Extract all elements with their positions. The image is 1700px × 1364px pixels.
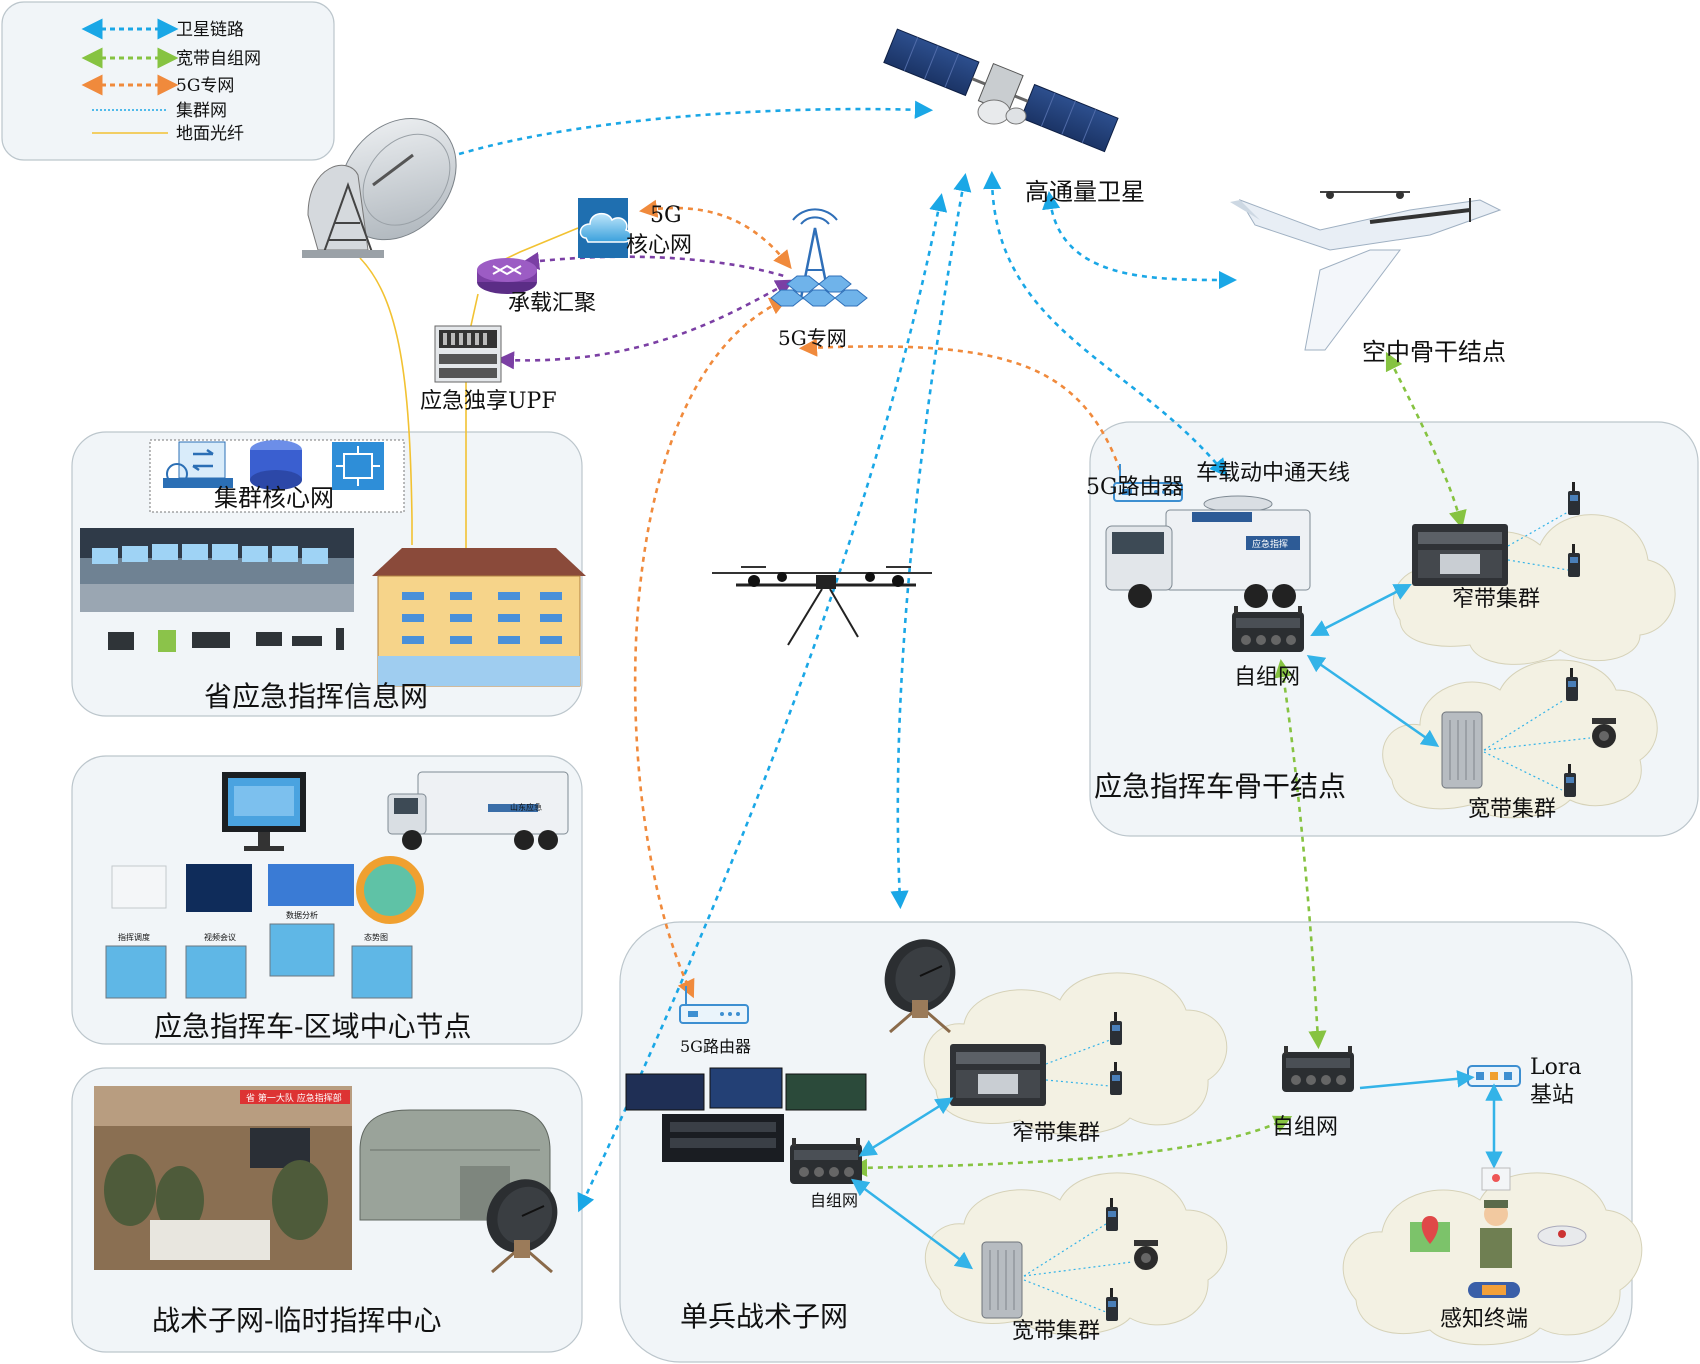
5g-links (633, 199, 1122, 999)
province-net-label: 省应急指挥信息网 (204, 680, 428, 713)
alarm-device-icon (1481, 1167, 1511, 1191)
mesh-links (848, 351, 1467, 1177)
lora-label-line2: 基站 (1530, 1083, 1574, 1108)
mesh-bottom-left-label: 自组网 (810, 1191, 858, 1210)
regional-node-label: 应急指挥车-区域中心节点 (154, 1010, 471, 1043)
air-backbone-label: 空中骨干结点 (1362, 338, 1506, 366)
terminal-devices-row (108, 628, 344, 652)
broad-trunk-bottom-icon (981, 1241, 1023, 1319)
wristband-icon (1468, 1282, 1520, 1298)
trunk-links-bottom (1023, 1039, 1133, 1313)
blue-links-bottom (850, 1070, 1503, 1270)
trunk-links-top (1483, 511, 1591, 791)
fiber-links (359, 227, 579, 548)
lora-label-line1: Lora (1530, 1055, 1582, 1080)
vehicle-banner-label: 应急指挥 (1252, 538, 1288, 550)
core-5g-label-line2: 核心网 (626, 233, 692, 258)
core-5g-label-line1: 5G (650, 203, 682, 228)
mesh-top-label: 自组网 (1234, 665, 1300, 690)
screen-windows (105, 923, 413, 999)
mesh-bottom-mid-label: 自组网 (1272, 1115, 1338, 1140)
satellite-links (431, 100, 1238, 1213)
purple-links (495, 251, 794, 370)
blue-links-top (1306, 584, 1440, 747)
sensing-terminal-label: 感知终端 (1440, 1307, 1528, 1332)
building-icon (372, 548, 586, 687)
command-room-photo: 省 第一大队 应急指挥部 (94, 1086, 352, 1270)
vehicle-backbone-label: 应急指挥车骨干结点 (1094, 770, 1346, 803)
switch-icon (332, 442, 384, 490)
private-5g-tower-label: 5G专网 (778, 326, 847, 350)
dashboard-thumbnail (186, 864, 252, 912)
narrow-top-label: 窄带集群 (1452, 587, 1540, 612)
lora-gateway-icon (1467, 1065, 1521, 1087)
broad-bottom-label: 宽带集群 (1012, 1319, 1100, 1344)
app-thumbnails (111, 856, 424, 924)
upf-label: 应急独享UPF (420, 389, 557, 414)
screen-2-label: 视频会议 (204, 932, 236, 942)
mesh-radio-bottom-mid-icon (1282, 1046, 1354, 1092)
legend-mesh-label: 宽带自组网 (176, 49, 261, 69)
fixed-wing-uav-icon (1230, 191, 1502, 351)
legend-5g-label: 5G专网 (176, 76, 234, 96)
ptz-camera-icon (1134, 1240, 1158, 1270)
vehicle-antenna-label: 车载动中通天线 (1196, 461, 1350, 486)
router-icon (477, 258, 537, 294)
hts-satellite-label: 高通量卫星 (1025, 178, 1145, 206)
legend-trunk-label: 集群网 (176, 101, 227, 121)
cell-tower-icon (770, 208, 868, 307)
quadcopter-drone-icon (712, 566, 932, 646)
chart-thumbnail (268, 864, 354, 906)
smoke-detector-icon (1537, 1225, 1587, 1247)
monitor-icon (222, 772, 306, 851)
server-icon (163, 441, 233, 488)
monitor-strip-label: 省 第一大队 应急指挥部 (246, 1092, 342, 1104)
satellite-icon (883, 28, 1119, 153)
router-5g-top-label: 5G路由器 (1086, 475, 1184, 500)
screen-3-label: 数据分析 (286, 910, 318, 920)
legend-satellite-label: 卫星链路 (176, 20, 244, 40)
legend: 卫星链路 宽带自组网 5G专网 集群网 地面光纤 (81, 18, 261, 144)
mesh-radio-top-icon (1232, 606, 1304, 652)
legend-panel (1, 1, 335, 161)
narrow-trunk-top-icon (1412, 524, 1508, 586)
narrow-bottom-label: 窄带集群 (1012, 1121, 1100, 1146)
sensing-devices (1410, 1167, 1587, 1298)
broad-top-label: 宽带集群 (1468, 797, 1556, 822)
command-vehicle-top-icon: 应急指挥 (1105, 495, 1311, 608)
trunk-core-label: 集群核心网 (214, 484, 334, 512)
ground-station-dish-icon (302, 117, 457, 258)
trunk-core-box (149, 439, 405, 513)
mesh-radio-bottom-left-icon (790, 1138, 862, 1184)
temp-command-label: 战术子网-临时指挥中心 (152, 1304, 441, 1337)
map-thumbnail (111, 865, 167, 909)
command-hall-image (80, 528, 354, 612)
soldier-net-label: 单兵战术子网 (680, 1300, 848, 1333)
ring-chart-thumbnail (356, 856, 424, 924)
narrow-trunk-bottom-icon (950, 1044, 1046, 1106)
database-icon (250, 440, 302, 490)
broad-trunk-top-icon (1441, 711, 1483, 789)
vehicle-banner-regional: 山东应急 (510, 802, 542, 812)
guard-person-icon (1480, 1200, 1512, 1268)
ptz-camera-icon (1592, 718, 1616, 748)
legend-fiber-label: 地面光纤 (176, 124, 244, 144)
server-rack-icon (434, 325, 502, 383)
screen-1-label: 指挥调度 (118, 932, 150, 942)
command-vehicle-icon (387, 771, 569, 850)
cloud-core-icon (578, 198, 632, 258)
router-5g-bottom-label: 5G路由器 (680, 1037, 751, 1056)
map-pin-icon (1410, 1216, 1450, 1252)
bearer-aggregation-label: 承载汇聚 (508, 291, 596, 316)
command-console-icon (625, 1067, 867, 1162)
screen-4-label: 态势图 (364, 932, 388, 942)
